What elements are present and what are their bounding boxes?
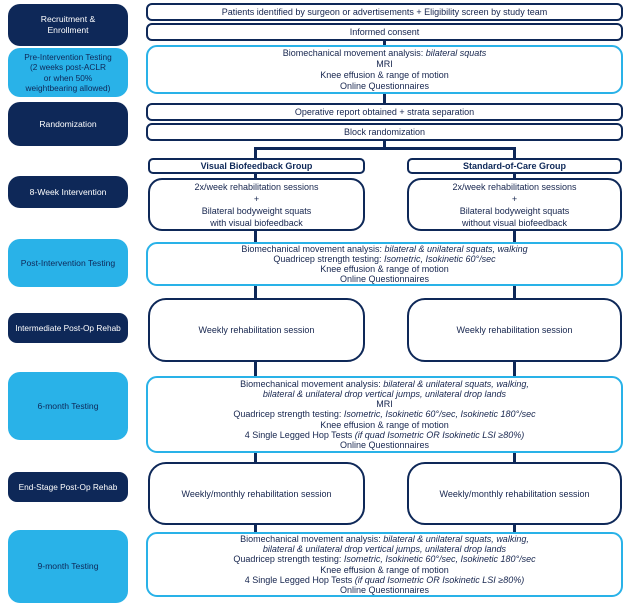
- test-item: Online Questionnaires: [339, 274, 430, 284]
- intervention-item: 2x/week rehabilitation sessions: [452, 181, 577, 192]
- test-item: Biomechanical movement analysis: bilater…: [240, 533, 529, 544]
- connector: [513, 231, 516, 242]
- stage-pre-intervention-testing: Pre-Intervention Testing (2 weeks post-A…: [8, 48, 128, 97]
- intervention-item: Bilateral bodyweight squats: [201, 205, 312, 216]
- test-item: Knee effusion & range of motion: [320, 264, 449, 274]
- visual-biofeedback-group-header: Visual Biofeedback Group: [148, 158, 365, 174]
- test-item: Knee effusion & range of motion: [320, 419, 449, 430]
- eligibility-box: Patients identified by surgeon or advert…: [146, 3, 623, 21]
- post-intervention-tests-box: Biomechanical movement analysis: bilater…: [146, 242, 623, 286]
- intervention-item: without visual biofeedback: [461, 217, 568, 228]
- test-item: Knee effusion & range of motion: [320, 69, 449, 80]
- test-item: Biomechanical movement analysis: bilater…: [282, 47, 487, 58]
- vbg-intermediate-rehab-box: Weekly rehabilitation session: [148, 298, 365, 362]
- test-item: Online Questionnaires: [339, 584, 430, 595]
- stage-8-week-intervention: 8-Week Intervention: [8, 176, 128, 208]
- connector: [513, 174, 516, 178]
- intervention-item: +: [253, 193, 260, 204]
- test-item: Online Questionnaires: [339, 440, 430, 450]
- stage-recruitment-enrollment: Recruitment & Enrollment: [8, 4, 128, 46]
- intervention-item: with visual biofeedback: [210, 217, 303, 228]
- test-item: Quadricep strength testing: Isometric, I…: [233, 554, 536, 565]
- connector: [513, 286, 516, 298]
- vbg-endstage-rehab-box: Weekly/monthly rehabilitation session: [148, 462, 365, 525]
- connector: [383, 41, 386, 46]
- test-item: MRI: [376, 399, 393, 410]
- stage-9-month-testing: 9-month Testing: [8, 530, 128, 603]
- stage-post-intervention-testing: Post-Intervention Testing: [8, 239, 128, 287]
- vbg-intervention-box: 2x/week rehabilitation sessions + Bilate…: [148, 178, 365, 231]
- intervention-item: Bilateral bodyweight squats: [459, 205, 570, 216]
- connector: [383, 94, 386, 103]
- pre-intervention-tests-box: Biomechanical movement analysis: bilater…: [146, 45, 623, 94]
- six-month-tests-box: Biomechanical movement analysis: bilater…: [146, 376, 623, 453]
- connector: [513, 525, 516, 532]
- connector: [254, 453, 257, 462]
- stage-intermediate-post-op-rehab: Intermediate Post-Op Rehab: [8, 313, 128, 343]
- connector: [254, 147, 516, 150]
- soc-intervention-box: 2x/week rehabilitation sessions + Bilate…: [407, 178, 622, 231]
- connector: [254, 174, 257, 178]
- test-item: Online Questionnaires: [339, 80, 430, 91]
- soc-intermediate-rehab-box: Weekly rehabilitation session: [407, 298, 622, 362]
- connector: [254, 286, 257, 298]
- block-randomization-box: Block randomization: [146, 123, 623, 141]
- test-item: Quadricep strength testing: Isometric, I…: [233, 409, 536, 420]
- soc-endstage-rehab-box: Weekly/monthly rehabilitation session: [407, 462, 622, 525]
- connector: [383, 141, 386, 149]
- connector: [254, 147, 257, 158]
- test-item: bilateral & unilateral drop vertical jum…: [262, 388, 507, 399]
- intervention-item: 2x/week rehabilitation sessions: [194, 181, 319, 192]
- intervention-item: +: [511, 193, 518, 204]
- connector: [513, 147, 516, 158]
- connector: [513, 453, 516, 462]
- test-item: 4 Single Legged Hop Tests (if quad Isome…: [244, 574, 525, 585]
- test-item: 4 Single Legged Hop Tests (if quad Isome…: [244, 429, 525, 440]
- test-item: Quadricep strength testing: Isometric, I…: [273, 254, 496, 264]
- stage-randomization: Randomization: [8, 102, 128, 146]
- test-item: Biomechanical movement analysis: bilater…: [241, 244, 528, 254]
- stage-6-month-testing: 6-month Testing: [8, 372, 128, 440]
- connector: [254, 525, 257, 532]
- informed-consent-box: Informed consent: [146, 23, 623, 41]
- operative-report-box: Operative report obtained + strata separ…: [146, 103, 623, 121]
- test-item: bilateral & unilateral drop vertical jum…: [262, 544, 507, 555]
- test-item: MRI: [376, 58, 393, 69]
- connector: [254, 231, 257, 242]
- nine-month-tests-box: Biomechanical movement analysis: bilater…: [146, 532, 623, 597]
- stage-end-stage-post-op-rehab: End-Stage Post-Op Rehab: [8, 472, 128, 502]
- standard-of-care-group-header: Standard-of-Care Group: [407, 158, 622, 174]
- connector: [513, 362, 516, 376]
- connector: [254, 362, 257, 376]
- test-item: Knee effusion & range of motion: [320, 564, 449, 575]
- test-item: Biomechanical movement analysis: bilater…: [240, 378, 529, 389]
